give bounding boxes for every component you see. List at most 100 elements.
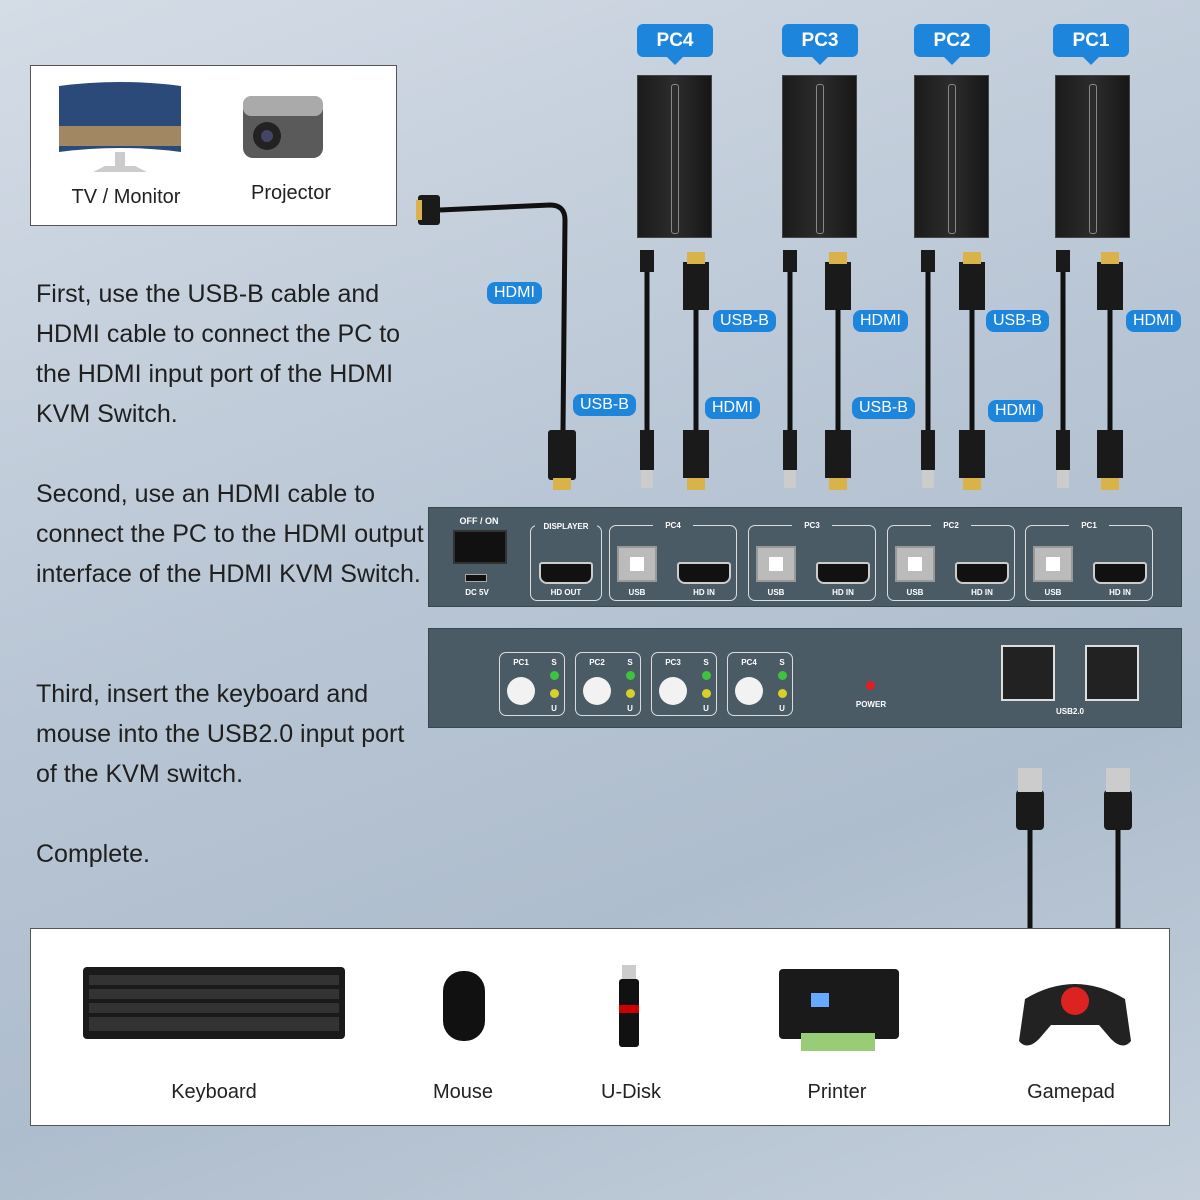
switch-label: PC3 xyxy=(665,658,681,667)
keyboard-label: Keyboard xyxy=(171,1081,257,1103)
power-led xyxy=(866,681,875,690)
peripherals-box: Keyboard Mouse U-Disk Printer Gamepad xyxy=(30,928,1170,1126)
port-group-label: PC1 xyxy=(1069,521,1109,530)
pc-select-button[interactable] xyxy=(583,677,611,705)
switch-label: PC1 xyxy=(513,658,529,667)
usb-port-stack-2[interactable] xyxy=(1085,645,1139,701)
s-led xyxy=(702,671,711,680)
hdmi-tag: HDMI xyxy=(853,310,908,332)
step-1-text: First, use the USB-B cable and HDMI cabl… xyxy=(36,280,401,428)
pc-select-button[interactable] xyxy=(507,677,535,705)
switch-group-0 xyxy=(499,652,565,716)
usbb-tag: USB-B xyxy=(986,310,1049,332)
mouse-label: Mouse xyxy=(432,1081,494,1103)
switch-label: PC4 xyxy=(741,658,757,667)
step-2-text: Second, use an HDMI cable to connect the… xyxy=(36,480,424,588)
usb-label: USB xyxy=(767,588,785,597)
u-label: U xyxy=(779,704,785,713)
pc-select-button[interactable] xyxy=(659,677,687,705)
u-led xyxy=(778,689,787,698)
printer-icon xyxy=(779,969,899,1051)
usbb-tag: USB-B xyxy=(852,397,915,419)
gamepad-icon xyxy=(1019,984,1131,1046)
u-led xyxy=(626,689,635,698)
usb-b-port xyxy=(756,546,796,582)
s-led xyxy=(550,671,559,680)
dc-port xyxy=(465,574,487,582)
usb-disk-icon xyxy=(619,965,639,1047)
usb-b-port xyxy=(1033,546,1073,582)
pc1-label: PC1 xyxy=(1053,24,1129,65)
switch-group-3 xyxy=(727,652,793,716)
hdmi-in-port xyxy=(955,562,1009,584)
port-group-label: PC2 xyxy=(931,521,971,530)
hdmi-tag: HDMI xyxy=(988,400,1043,422)
pc3-tower xyxy=(782,75,857,238)
gamepad-label: Gamepad xyxy=(1027,1081,1115,1103)
keyboard-icon xyxy=(83,967,345,1039)
hd-out-label: HD OUT xyxy=(550,588,582,597)
hd-in-label: HD IN xyxy=(693,588,715,597)
usb-label: USB xyxy=(628,588,646,597)
usb-label: USB xyxy=(906,588,924,597)
pc4-label: PC4 xyxy=(637,24,713,65)
projector-icon xyxy=(243,96,323,158)
hdmi-tag: HDMI xyxy=(487,282,542,304)
switch-label: PC2 xyxy=(589,658,605,667)
hd-in-label: HD IN xyxy=(1109,588,1131,597)
s-label: S xyxy=(551,658,557,667)
usb20-label: USB2.0 xyxy=(1055,707,1084,716)
power-switch[interactable] xyxy=(453,530,507,564)
kvm-back-panel: OFF / ON DC 5V DISPLAYER HD OUT PC4 USB … xyxy=(428,507,1182,607)
pc3-label: PC3 xyxy=(782,24,858,65)
hdmi-in-port xyxy=(1093,562,1147,584)
monitor-icon xyxy=(59,82,181,172)
usbb-tag: USB-B xyxy=(713,310,776,332)
port-group-label: PC3 xyxy=(792,521,832,530)
usb-label: USB xyxy=(1044,588,1062,597)
pc1-tower xyxy=(1055,75,1130,238)
switch-group-1 xyxy=(575,652,641,716)
switch-group-2 xyxy=(651,652,717,716)
usb-b-port xyxy=(617,546,657,582)
u-label: U xyxy=(703,704,709,713)
hdmi-in-port xyxy=(677,562,731,584)
u-led xyxy=(550,689,559,698)
s-led xyxy=(626,671,635,680)
s-label: S xyxy=(627,658,633,667)
power-switch-label: OFF / ON xyxy=(459,516,499,526)
step-4-text: Complete. xyxy=(36,840,150,868)
displayer-label: DISPLAYER xyxy=(535,522,597,531)
u-led xyxy=(702,689,711,698)
usb-port-stack-1[interactable] xyxy=(1001,645,1055,701)
hd-in-label: HD IN xyxy=(971,588,993,597)
u-label: U xyxy=(627,704,633,713)
hdmi-tag: HDMI xyxy=(705,397,760,419)
udisk-label: U-Disk xyxy=(601,1081,661,1103)
dc-label: DC 5V xyxy=(465,588,489,597)
power-label: POWER xyxy=(855,700,887,709)
pc2-tower xyxy=(914,75,989,238)
printer-label: Printer xyxy=(807,1081,867,1103)
kvm-front-panel: PC1 S U PC2 S U PC3 S U PC4 S U POWER US… xyxy=(428,628,1182,728)
mouse-icon xyxy=(443,971,485,1041)
hdmi-out-port xyxy=(539,562,593,584)
output-devices-box: TV / Monitor Projector xyxy=(30,65,397,226)
pc4-tower xyxy=(637,75,712,238)
u-label: U xyxy=(551,704,557,713)
hdmi-tag: HDMI xyxy=(1126,310,1181,332)
tv-monitor-label: TV / Monitor xyxy=(71,186,181,208)
pc-select-button[interactable] xyxy=(735,677,763,705)
s-label: S xyxy=(779,658,785,667)
usbb-tag: USB-B xyxy=(573,394,636,416)
pc2-label: PC2 xyxy=(914,24,990,65)
hd-in-label: HD IN xyxy=(832,588,854,597)
s-led xyxy=(778,671,787,680)
s-label: S xyxy=(703,658,709,667)
port-group-label: PC4 xyxy=(653,521,693,530)
usb-b-port xyxy=(895,546,935,582)
projector-label: Projector xyxy=(250,182,332,204)
hdmi-in-port xyxy=(816,562,870,584)
step-3-text: Third, insert the keyboard and mouse int… xyxy=(36,680,405,788)
